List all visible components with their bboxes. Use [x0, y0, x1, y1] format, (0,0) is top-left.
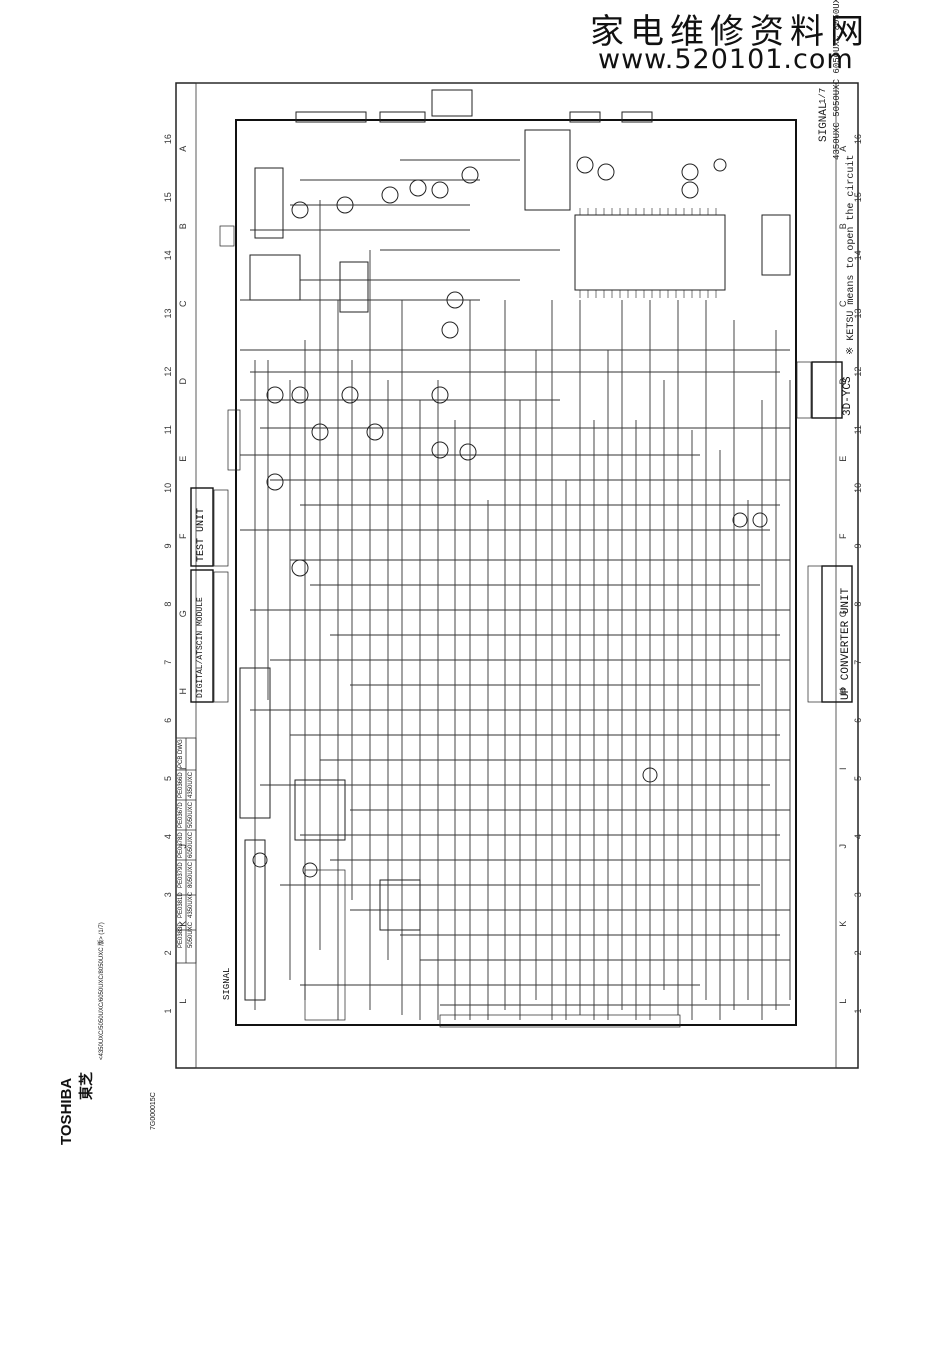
module-boxes [190, 361, 853, 703]
row-number: 8 [163, 602, 173, 607]
doc-code: 7G000015C [150, 1092, 157, 1130]
model-table-model: 4350UXC [188, 891, 194, 918]
column-letter: E [178, 456, 188, 462]
row-number: 3 [163, 892, 173, 897]
column-letter: G [838, 610, 848, 617]
row-number: 14 [853, 250, 863, 260]
model-table-header: PE0378D [178, 832, 184, 858]
ic-pins [579, 208, 717, 298]
row-number: 12 [163, 367, 173, 377]
watermark-chinese-title: 家电维修资料网 [590, 12, 870, 52]
column-letter: L [178, 999, 188, 1004]
row-number: 5 [163, 776, 173, 781]
row-number: 1 [853, 1008, 863, 1013]
column-letter: H [838, 688, 848, 695]
row-number: 8 [853, 602, 863, 607]
row-number: 4 [853, 834, 863, 839]
title-line: <4350UXC/5050UXC/6050UXC/8050UXC 版> (1/7… [99, 922, 105, 1060]
lower-left-cluster [239, 512, 768, 1001]
column-letter: K [178, 921, 188, 927]
side-page: 1/7 [818, 87, 828, 104]
row-number: 14 [163, 250, 173, 260]
column-letter: H [178, 688, 188, 695]
model-table-header: PE0379D [178, 862, 184, 888]
side-models: 4350UXC 5050UXC 6050UXC 8050UXC [832, 0, 842, 160]
column-letter: E [838, 456, 848, 462]
outer-frame [175, 82, 859, 1069]
row-number: 16 [853, 134, 863, 144]
circuit-boundary [235, 119, 797, 1026]
up-converter-label: UP CONVERTER UNIT [840, 587, 852, 700]
row-number: 4 [163, 834, 173, 839]
model-table [175, 737, 197, 964]
column-letter: C [178, 300, 188, 307]
model-table-header: PE0383D [178, 922, 184, 948]
column-letter: F [178, 533, 188, 539]
row-number: 6 [163, 718, 173, 723]
column-letter: D [178, 378, 188, 385]
column-letter: J [838, 844, 848, 849]
brand-name-en: TOSHIBA [58, 1077, 75, 1145]
row-number: 2 [163, 950, 173, 955]
column-letter: I [178, 767, 188, 770]
row-number: 11 [163, 425, 173, 434]
row-number: 1 [163, 1008, 173, 1013]
row-number: 5 [853, 776, 863, 781]
column-letter: B [178, 223, 188, 229]
column-letter: K [838, 921, 848, 927]
digital-module-label: DIGITAL/ATSCIN MODULE [196, 597, 205, 698]
test-unit-label: TEST UNIT [196, 507, 207, 562]
inner-frame [195, 82, 837, 1069]
model-table-header: PE0367D [178, 802, 184, 828]
model-table-header: PCB DWG [178, 739, 184, 768]
watermark-url: www.520101.com [598, 44, 854, 75]
signal-bottom-label: SIGNAL [222, 967, 232, 1000]
row-number: 6 [853, 718, 863, 723]
row-number: 10 [163, 483, 173, 493]
column-letter: D [838, 378, 848, 385]
column-letter: J [178, 844, 188, 849]
model-table-model: 4350UXC [188, 771, 194, 798]
model-table-header: PE0366D [178, 772, 184, 798]
column-letter: B [838, 223, 848, 229]
column-letter: F [838, 533, 848, 539]
ycs-label: 3D-YCS [842, 376, 854, 416]
row-number: 15 [163, 192, 173, 202]
column-letter: I [838, 767, 848, 770]
column-letter: C [838, 300, 848, 307]
upper-left-cluster [249, 89, 479, 577]
model-table-model: 8050UXC [188, 861, 194, 888]
row-number: 12 [853, 367, 863, 377]
row-number: 13 [163, 308, 173, 318]
row-number: 9 [163, 543, 173, 548]
row-number: 7 [163, 660, 173, 665]
row-number: 15 [853, 192, 863, 202]
brand-name-cn: 東芝 [78, 1072, 94, 1100]
model-table-model: 5050UXC [188, 801, 194, 828]
row-number: 13 [853, 308, 863, 318]
row-number: 2 [853, 950, 863, 955]
column-letter: G [178, 610, 188, 617]
row-number: 11 [853, 425, 863, 434]
model-table-model: 6050UXC [188, 831, 194, 858]
side-signal-title: SIGNAL [818, 102, 830, 142]
column-letter: L [838, 999, 848, 1004]
model-table-header: PE0381D [178, 892, 184, 918]
row-number: 7 [853, 660, 863, 665]
upper-right-cluster [524, 111, 791, 291]
connector-columns [213, 225, 823, 1028]
column-letter: A [178, 146, 188, 152]
ketsu-note: ※ KETSU means to open the circuit [846, 154, 857, 355]
row-number: 3 [853, 892, 863, 897]
column-letter: A [838, 146, 848, 152]
row-number: 10 [853, 483, 863, 493]
model-table-model: 5050UXC [188, 921, 194, 948]
row-number: 9 [853, 543, 863, 548]
wiring-horizontal [240, 159, 790, 1006]
row-number: 16 [163, 134, 173, 144]
